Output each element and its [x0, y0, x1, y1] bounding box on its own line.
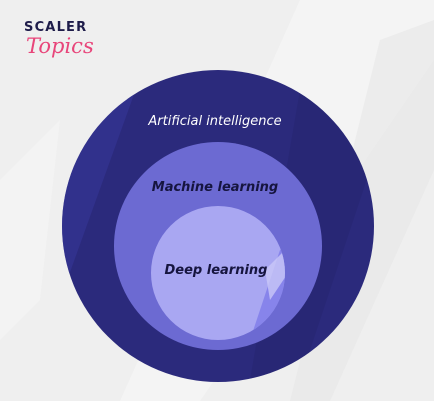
- label-artificial-intelligence: Artificial intelligence: [147, 114, 281, 129]
- label-machine-learning: Machine learning: [152, 180, 278, 195]
- label-deep-learning: Deep learning: [165, 263, 268, 278]
- inner-circle-dl: [151, 206, 285, 340]
- scaler-topics-logo: SCALER Topics: [24, 20, 94, 68]
- logo-product-text: Topics: [26, 34, 94, 58]
- inner-circle-sheen: [250, 235, 285, 340]
- logo-brand-text: SCALER: [24, 20, 88, 35]
